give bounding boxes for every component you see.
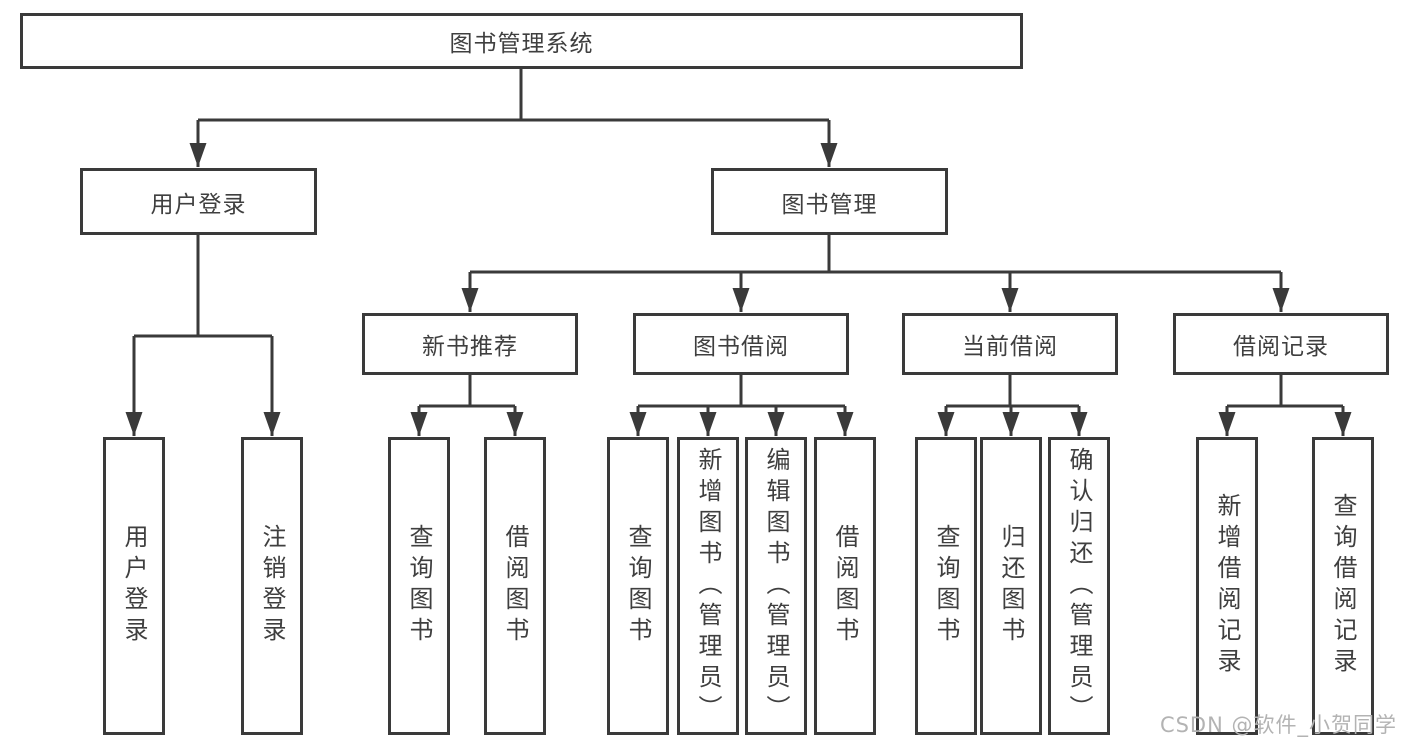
node-label: 新书推荐: [422, 334, 518, 360]
leaf-label: 新增图书（管理员）: [694, 446, 722, 726]
leaf-label: 编辑图书（管理员）: [762, 446, 790, 726]
leaf-borrowing-add-books-admin: 新增图书（管理员）: [677, 437, 739, 735]
node-library-management-system: 图书管理系统: [20, 13, 1023, 69]
leaf-user-login: 用户登录: [103, 437, 165, 735]
leaf-label: 确认归还（管理员）: [1065, 446, 1093, 726]
leaf-borrowing-borrow-books: 借阅图书: [814, 437, 876, 735]
node-label: 图书管理: [781, 191, 878, 218]
node-new-book-recommendation: 新书推荐: [362, 313, 578, 375]
leaf-label: 查询图书: [624, 524, 652, 648]
leaf-label: 归还图书: [997, 524, 1025, 648]
leaf-current-confirm-return-admin: 确认归还（管理员）: [1048, 437, 1110, 735]
leaf-label: 查询图书: [405, 524, 433, 648]
leaf-logout: 注销登录: [241, 437, 303, 735]
leaf-label: 注销登录: [258, 524, 286, 648]
node-label: 当前借阅: [962, 334, 1058, 360]
leaf-label: 借阅图书: [831, 524, 859, 648]
node-label: 用户登录: [150, 191, 247, 218]
leaf-records-query-borrow-record: 查询借阅记录: [1312, 437, 1374, 735]
leaf-label: 借阅图书: [501, 524, 529, 648]
leaf-recommend-query-books: 查询图书: [388, 437, 450, 735]
node-book-borrowing: 图书借阅: [633, 313, 849, 375]
leaf-label: 查询借阅记录: [1329, 493, 1357, 679]
leaf-label: 新增借阅记录: [1213, 493, 1241, 679]
leaf-borrowing-query-books: 查询图书: [607, 437, 669, 735]
node-label: 借阅记录: [1233, 334, 1329, 360]
leaf-current-query-books: 查询图书: [915, 437, 977, 735]
leaf-label: 用户登录: [120, 524, 148, 648]
leaf-current-return-books: 归还图书: [980, 437, 1042, 735]
node-borrowing-records: 借阅记录: [1173, 313, 1389, 375]
node-book-management: 图书管理: [711, 168, 948, 235]
node-label: 图书管理系统: [449, 31, 594, 57]
csdn-watermark: CSDN @软件_小贺同学: [1159, 713, 1397, 737]
leaf-borrowing-edit-books-admin: 编辑图书（管理员）: [745, 437, 807, 735]
node-user-login: 用户登录: [80, 168, 317, 235]
leaf-records-add-borrow-record: 新增借阅记录: [1196, 437, 1258, 735]
leaf-label: 查询图书: [932, 524, 960, 648]
node-current-borrowing: 当前借阅: [902, 313, 1118, 375]
leaf-recommend-borrow-books: 借阅图书: [484, 437, 546, 735]
node-label: 图书借阅: [693, 334, 789, 360]
